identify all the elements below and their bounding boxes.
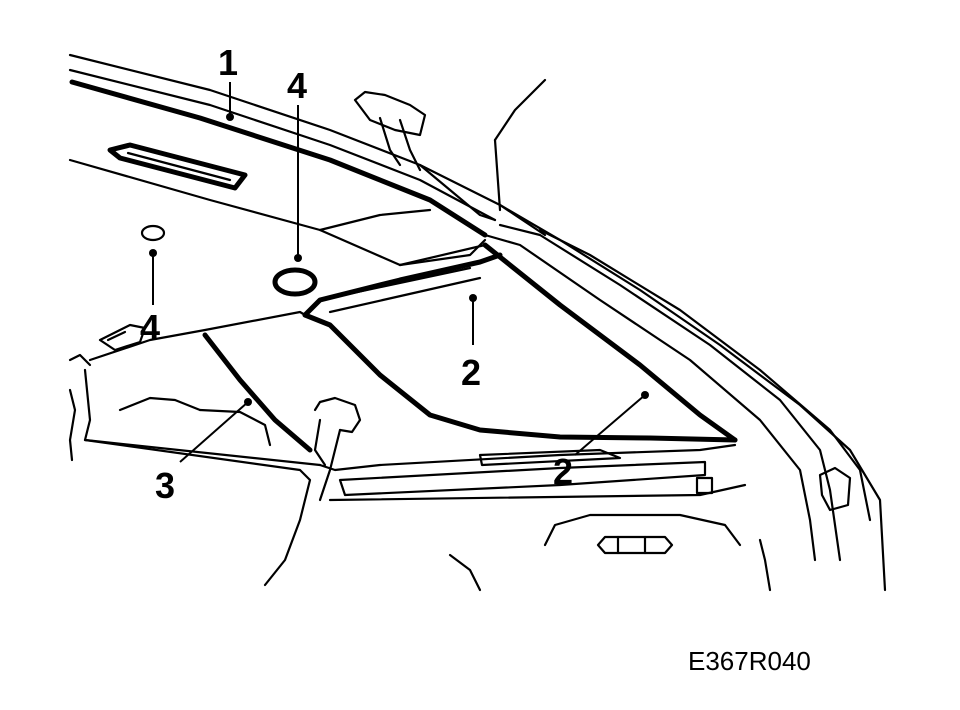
callout-2-lower: 2 — [553, 451, 573, 492]
side-trim-panel-3 — [83, 310, 737, 587]
clip-4-left — [98, 323, 147, 352]
callout-3: 3 — [155, 465, 175, 506]
callout-4-left: 4 — [140, 307, 160, 348]
roof-recess — [107, 142, 248, 191]
grommet-4-center — [272, 267, 318, 297]
cargo-trim — [328, 448, 747, 502]
window-trim-2 — [302, 242, 738, 443]
callout-1: 1 — [218, 42, 238, 83]
headliner-outline — [68, 53, 887, 592]
leader-lines — [149, 82, 649, 463]
callout-2-upper: 2 — [461, 352, 481, 393]
cargo-light — [448, 513, 772, 592]
rear-seat — [68, 353, 272, 462]
seatbelt-anchor — [313, 396, 362, 502]
top-clip — [353, 90, 427, 172]
grommet-4-left — [140, 224, 166, 242]
pillar-frame — [418, 78, 872, 562]
callout-4-top: 4 — [287, 65, 307, 106]
rear-bracket — [818, 466, 852, 512]
figure-code: E367R040 — [688, 646, 811, 676]
